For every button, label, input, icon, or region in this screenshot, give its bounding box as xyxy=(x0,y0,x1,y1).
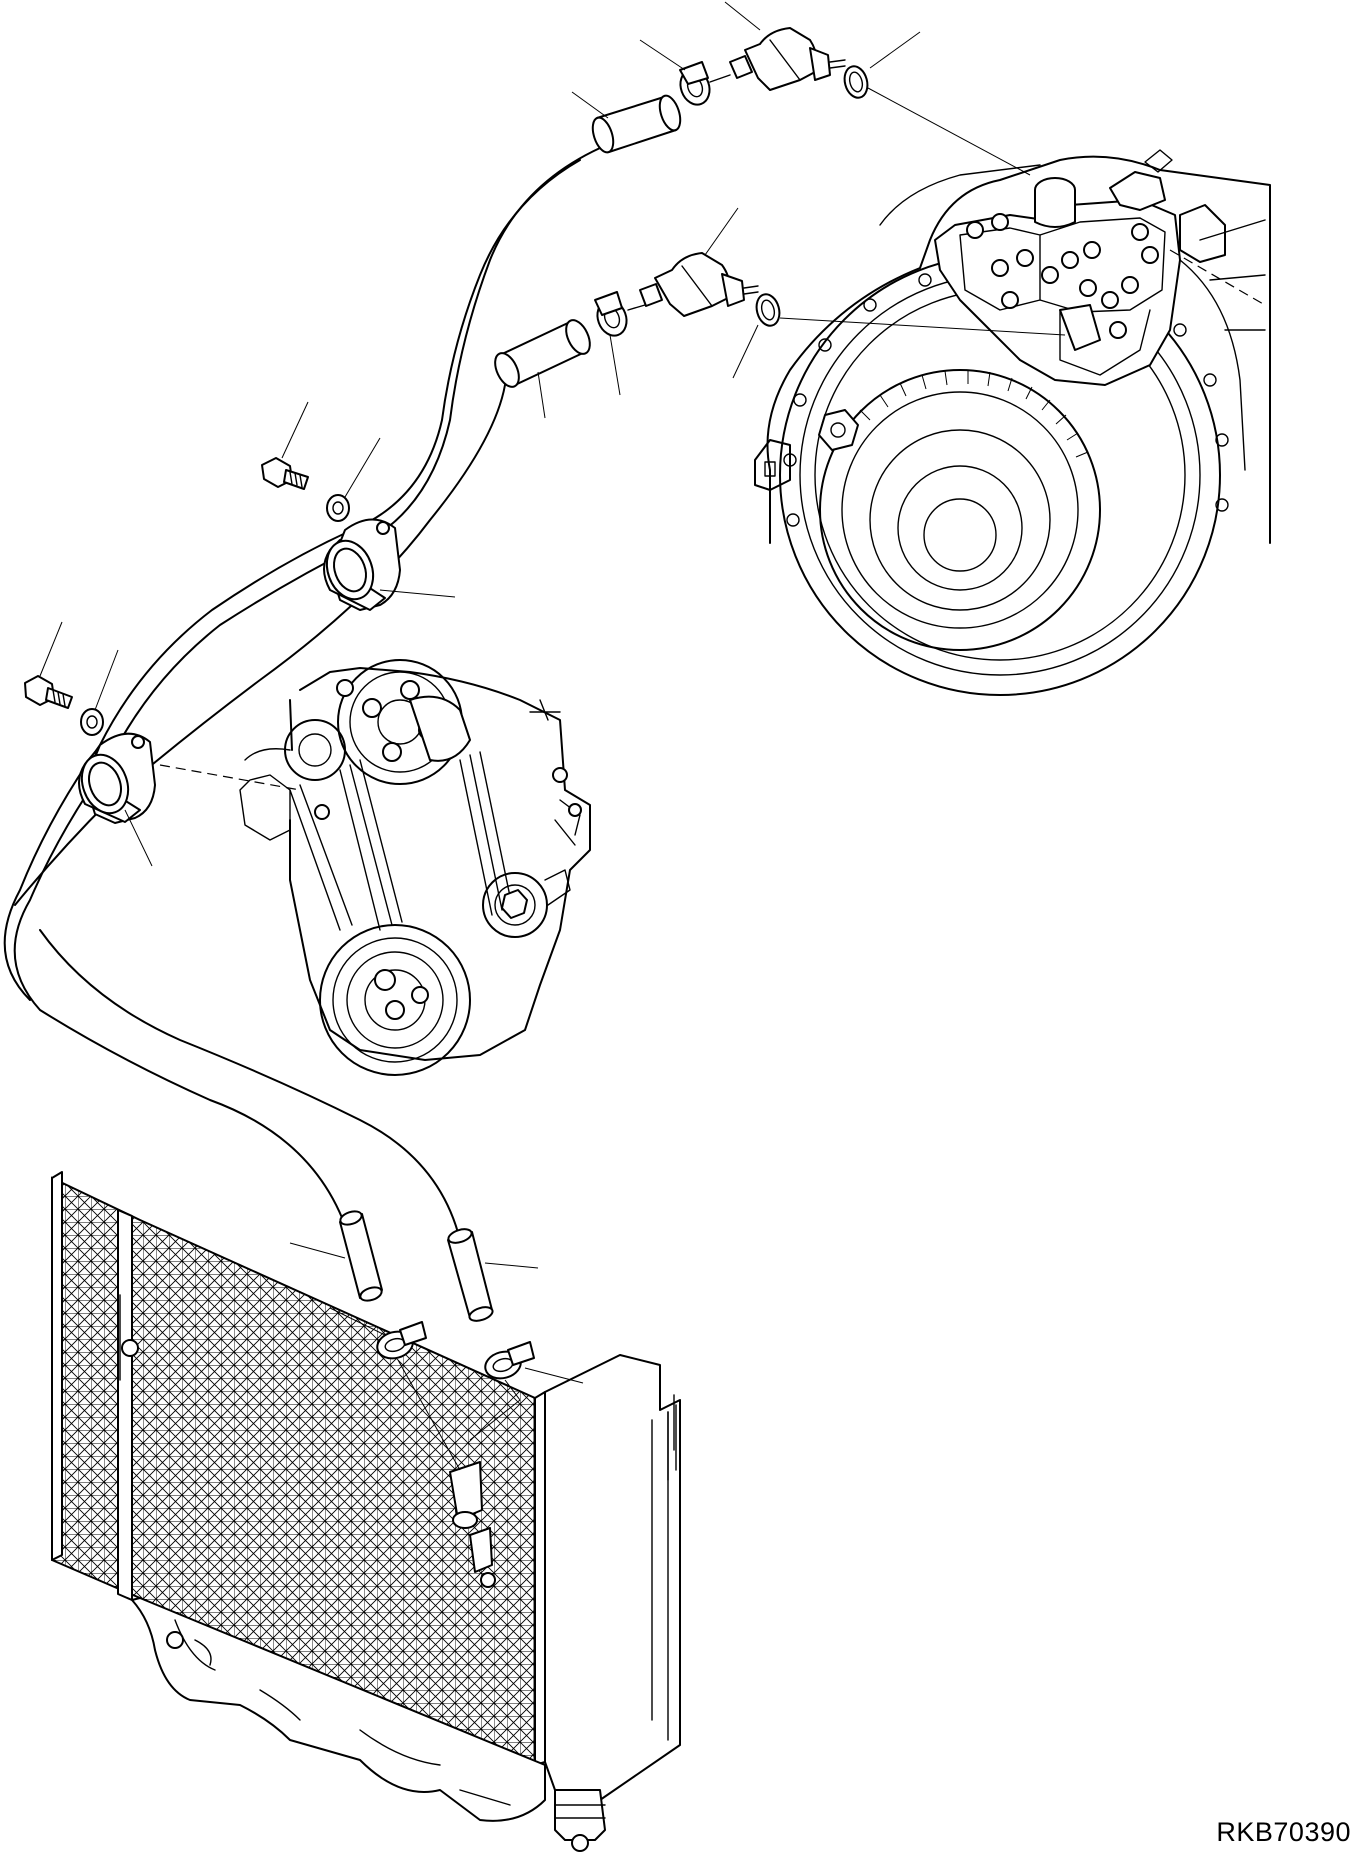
lower-clip-assembly xyxy=(24,675,156,824)
upper-hose-clip xyxy=(323,518,401,611)
lower-hose xyxy=(14,331,573,906)
drawing-number: RKB70390 xyxy=(1216,1817,1351,1847)
lower-hose-sleeve xyxy=(494,319,591,388)
cooler-hose-clamp-right xyxy=(484,1341,535,1380)
lower-washer xyxy=(80,708,104,736)
upper-o-ring xyxy=(843,65,869,99)
upper-fittings xyxy=(591,27,1031,176)
lower-elbow-fitting xyxy=(639,252,759,317)
cooler-hose-sleeve-right xyxy=(447,1228,494,1322)
upper-elbow-fitting xyxy=(729,27,846,91)
lower-o-ring xyxy=(755,293,781,327)
engine-front-pulley-assembly xyxy=(159,659,591,1076)
transmission-control-valve xyxy=(934,149,1226,386)
cooler-end-fittings xyxy=(339,1210,535,1471)
upper-washer xyxy=(326,494,350,522)
upper-bolt xyxy=(261,457,309,490)
cooler-hose-clamp-left xyxy=(376,1321,427,1360)
lower-bolt xyxy=(24,675,73,709)
flange-bolts xyxy=(783,265,1229,527)
upper-clip-assembly xyxy=(261,457,401,611)
valve-bolts xyxy=(966,213,1159,339)
upper-hose xyxy=(13,147,601,1241)
leader-lines xyxy=(39,1,921,1384)
upper-hose-clamp xyxy=(679,61,711,106)
cooler-hose-sleeve-left xyxy=(339,1210,383,1302)
upper-hose-sleeve xyxy=(591,94,682,154)
lower-fittings xyxy=(494,252,1066,388)
transmission-assembly xyxy=(754,149,1271,696)
radiator-oil-cooler xyxy=(51,1171,681,1852)
lower-hose-clip xyxy=(78,732,156,824)
lower-hose-clamp xyxy=(594,291,628,337)
